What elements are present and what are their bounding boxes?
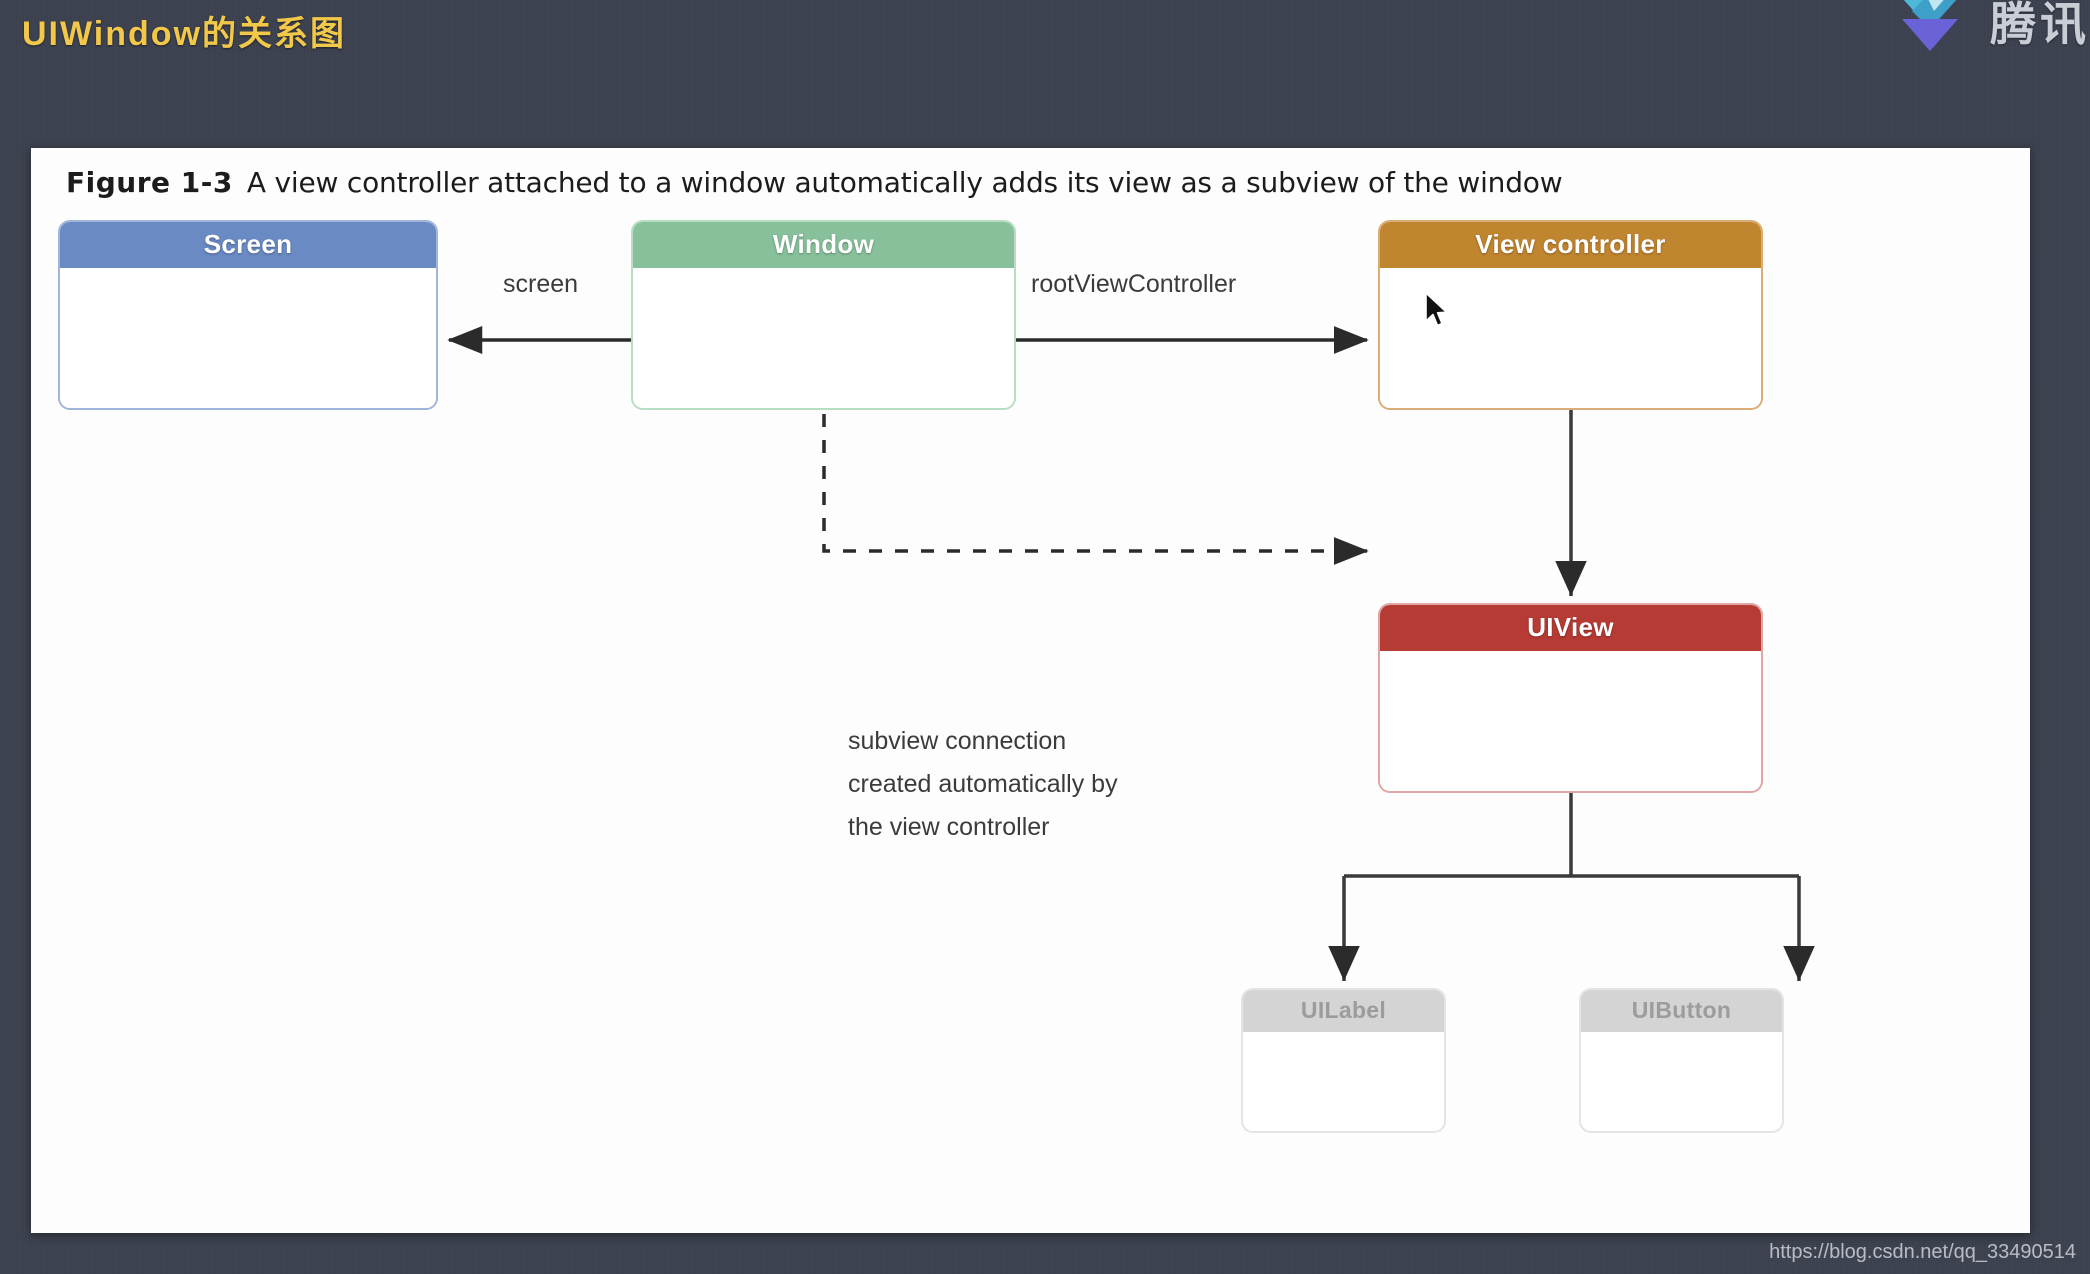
node-uiview-body: [1380, 651, 1761, 789]
annotation-line-1: subview connection: [848, 727, 1067, 755]
annotation-line-3: the view controller: [848, 813, 1050, 841]
brand-name: 腾讯: [1990, 0, 2090, 50]
edge-uiview-split: [1344, 793, 1799, 878]
figure-caption: Figure 1-3 A view controller attached to …: [66, 166, 1563, 199]
node-uibutton[interactable]: UIButton: [1579, 988, 1784, 1133]
node-screen-label: Screen: [60, 222, 436, 268]
node-view-controller[interactable]: View controller: [1378, 220, 1763, 410]
node-screen[interactable]: Screen: [58, 220, 438, 410]
node-uilabel-label: UILabel: [1243, 990, 1444, 1032]
node-uibutton-body: [1581, 1032, 1782, 1125]
annotation-subview-connection: subview connection created automatically…: [848, 720, 1118, 849]
node-uilabel[interactable]: UILabel: [1241, 988, 1446, 1133]
page-title: UIWindow的关系图: [22, 15, 346, 53]
node-screen-body: [60, 268, 436, 406]
node-window-body: [633, 268, 1014, 406]
node-uiview-label: UIView: [1380, 605, 1761, 651]
edge-label-screen: screen: [503, 270, 579, 298]
node-uilabel-body: [1243, 1032, 1444, 1125]
node-view-controller-body: [1380, 268, 1761, 406]
chevron-logo-icon: [1902, 0, 1958, 51]
watermark-url: https://blog.csdn.net/qq_33490514: [1769, 1241, 2076, 1263]
node-uibutton-label: UIButton: [1581, 990, 1782, 1032]
figure-caption-number: Figure 1-3: [66, 166, 233, 199]
brand-logo: 腾讯: [1882, 0, 2090, 56]
node-window-label: Window: [633, 222, 1014, 268]
figure-caption-text: A view controller attached to a window a…: [246, 166, 1563, 199]
figure-panel: Figure 1-3 A view controller attached to …: [31, 148, 2030, 1233]
node-view-controller-label: View controller: [1380, 222, 1761, 268]
annotation-line-2: created automatically by: [848, 770, 1118, 798]
node-uiview[interactable]: UIView: [1378, 603, 1763, 793]
node-window[interactable]: Window: [631, 220, 1016, 410]
edge-label-root-view-controller: rootViewController: [1031, 270, 1237, 298]
edge-window-to-uiview-dashed: [822, 414, 1369, 565]
